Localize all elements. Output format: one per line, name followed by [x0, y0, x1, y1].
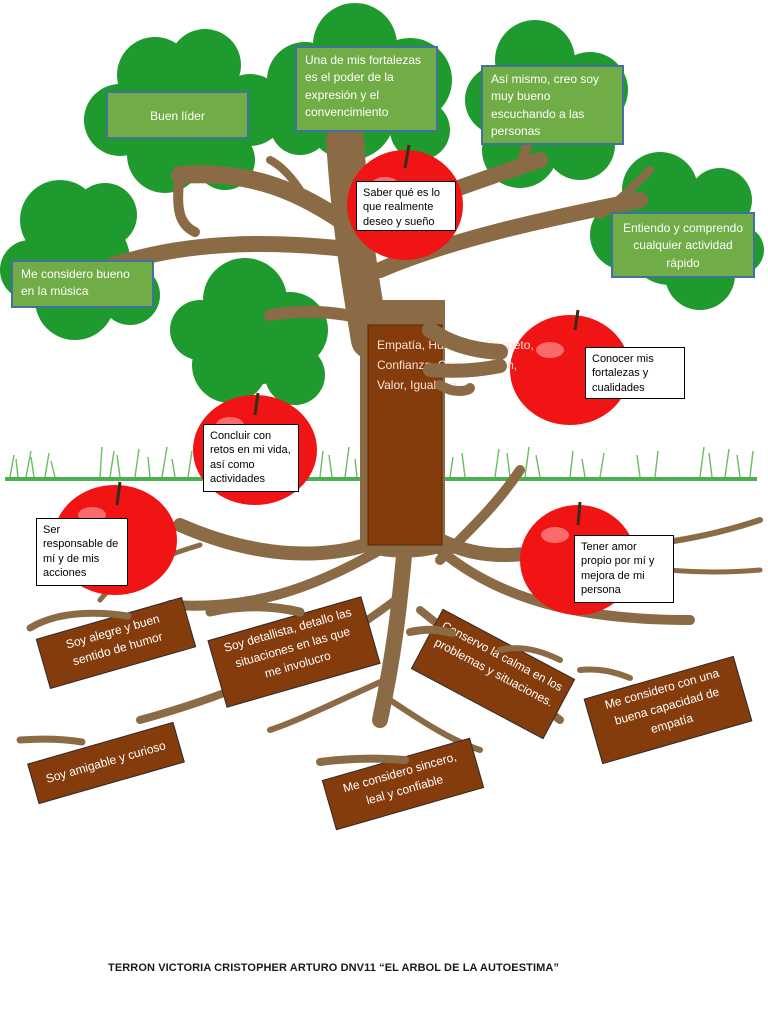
label-conocer-fortalezas: Conocer mis fortalezas y cualidades: [585, 347, 685, 399]
label-ser-responsable: Ser responsable de mí y de mis acciones: [36, 518, 128, 586]
label-entiendo-rapido: Entiendo y comprendo cualquier actividad…: [611, 212, 755, 278]
label-fortaleza-expresion: Una de mis fortalezas es el poder de la …: [295, 46, 438, 132]
label-musica: Me considero bueno en la música: [11, 260, 154, 308]
label-escuchando: Así mismo, creo soy muy bueno escuchando…: [481, 65, 624, 145]
label-buen-lider: Buen líder: [106, 91, 249, 139]
label-amor-propio: Tener amor propio por mí y mejora de mi …: [574, 535, 674, 603]
footer-caption: TERRON VICTORIA CRISTOPHER ARTURO DNV11 …: [108, 962, 560, 974]
trunk-box: [367, 324, 443, 546]
label-concluir-retos: Concluir con retos en mi vida, así como …: [203, 424, 299, 492]
label-saber-que-es: Saber qué es lo que realmente deseo y su…: [356, 181, 456, 231]
